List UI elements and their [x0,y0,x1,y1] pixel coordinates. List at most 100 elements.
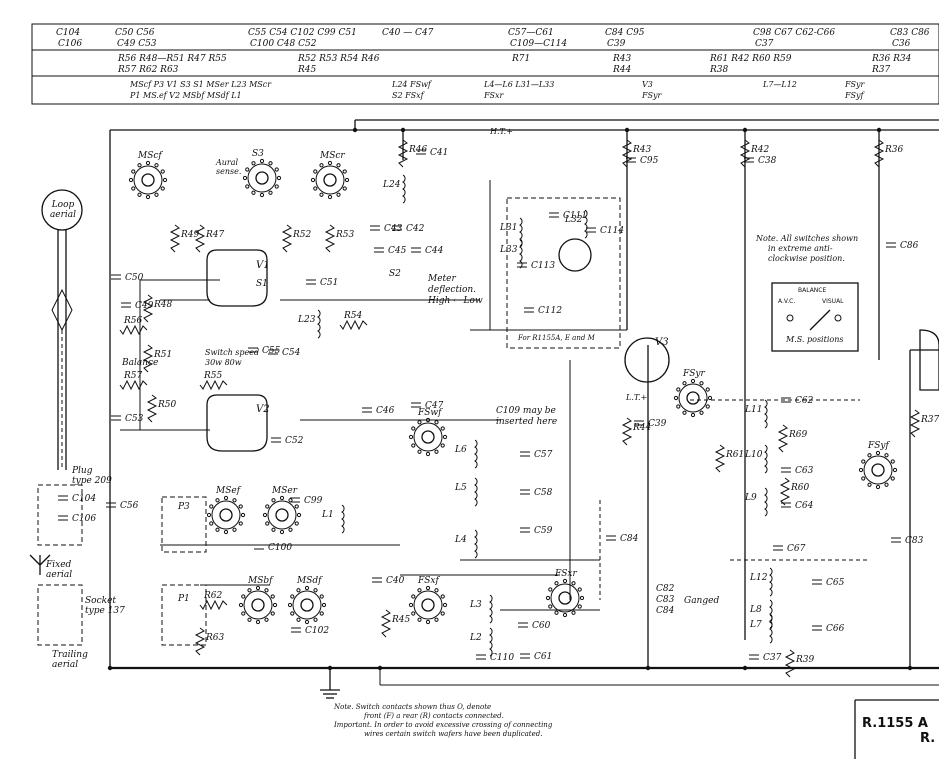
fixed-aerial-label-2: aerial [46,570,73,580]
capacitor-c55: C55 [248,346,281,356]
header-row3-0-b: P1 MS.ef V2 MSbf MSdf L1 [129,91,242,100]
resistor-r50: R50 [146,394,177,423]
resistor-r52: R52 [281,224,312,253]
capacitor-label-c39: C39 [648,419,667,429]
title-line-2: R. [920,731,936,746]
bottom-note-1: Note. Switch contacts shown thus O, deno… [334,703,492,711]
inductor-label-l6: L6 [454,445,467,455]
switch-p1: P1 [177,594,190,604]
capacitor-c44: C44 [411,246,444,256]
junction-dot [107,665,113,671]
p3-plug [161,496,207,553]
capacitor-label-c45: C45 [388,246,407,256]
switch-msef: MSef [206,486,246,535]
capacitor-label-c83: C83 [905,536,924,546]
valve-label-v3: V3 [655,337,669,348]
resistor-label-r54: R54 [343,311,363,321]
resistor-r63: R63 [194,627,225,656]
switch-fsyr: FSyr [673,369,713,418]
junction-dot [377,665,383,671]
ht-plus-label: H.T.+ [490,127,513,136]
header-row1-6-b: C37 [755,39,774,49]
capacitor-c104: C104 [58,494,96,504]
capacitor-c64: C64 [781,501,814,511]
for-r1155-label: For R1155A, E and M [518,334,595,342]
capacitor-c53: C53 [111,414,144,424]
valve-v2 [206,394,268,452]
capacitor-label-c38: C38 [758,156,777,166]
loop-aerial-label-1: Loop [51,200,75,210]
balance-panel-title: BALANCE [798,287,827,294]
lt-plus-label: L.T.+ [626,393,648,402]
capacitor-label-c99: C99 [304,496,323,506]
header-row3-5-a: FSyr [844,80,866,89]
capacitor-c57: C57 [520,450,553,460]
resistor-label-r62: R62 [203,591,223,601]
resistor-label-r57: R57 [123,371,143,381]
capacitor-c99: C99 [290,496,323,506]
capacitor-label-c100: C100 [268,543,292,553]
capacitor-c58: C58 [520,488,553,498]
junction-dot [624,127,630,133]
inductor-label-l24: L24 [382,180,401,190]
loop-aerial-label: Loop aerial [46,200,80,220]
resistor-r39: R39 [784,649,815,678]
trailing-aerial-label-1: Trailing [52,650,88,660]
inductor-label-l5: L5 [454,483,467,493]
switch-speed-label-2: 30w 80w [205,358,242,367]
capacitor-label-c61: C61 [534,652,552,662]
meter-label-2: deflection. [428,285,477,295]
capacitor-label-c49: C49 [135,301,154,311]
inductor-label-l3: L3 [469,600,482,610]
header-row3-1-b: S2 FSxf [392,91,426,100]
capacitor-c100: C100 [254,543,292,553]
resistor-r36: R36 [873,139,904,168]
resistor-r61: R61 [714,444,744,473]
capacitor-c47: C47 [411,401,444,411]
inductor-l2: L2 [469,627,493,657]
header-row1-2-b: C100 C48 C52 [250,39,317,49]
header-row1-1-a: C50 C56 [115,28,155,38]
ganged-c84: C84 [656,606,675,616]
switch-fsyf: FSyf [858,441,898,490]
capacitor-c60: C60 [518,621,551,631]
meter-label-1: Meter [428,274,456,284]
c109-note-1: C109 may be [496,406,556,416]
switch-note-3: clockwise position. [768,254,845,263]
inductor-l5: L5 [454,477,478,507]
capacitor-label-c44: C44 [425,246,444,256]
c109-note: C109 may be inserted here [496,406,557,428]
capacitor-label-c110: C110 [490,653,514,663]
capacitor-c114: C114 [586,226,624,236]
header-row1-6-a: C98 C67 C62-C66 [753,28,835,38]
resistor-r56: R56 [119,316,148,336]
inductor-label-l23: L23 [297,315,316,325]
loop-aerial [41,189,83,470]
capacitor-label-c56: C56 [120,501,139,511]
capacitor-c62: C62 [781,396,814,406]
switch-label-fsyf: FSyf [867,441,890,451]
inductor-label-l4: L4 [454,535,467,545]
capacitor-c65: C65 [812,578,845,588]
capacitor-c112: C112 [524,306,562,316]
capacitor-c102: C102 [291,626,329,636]
capacitor-label-c60: C60 [532,621,551,631]
switch-mscr: MScr [310,151,350,200]
balance-meter-panel [771,282,859,352]
capacitor-label-c50: C50 [125,273,144,283]
switch-label-mser: MSer [271,486,298,496]
inductor-l6: L6 [454,439,478,469]
inductor-l7: L7 [749,614,773,644]
valve-v3-small [558,238,592,272]
capacitor-c113: C113 [517,261,555,271]
plug-label: Plug type 209 [72,466,112,486]
ganged-c83: C83 [656,595,675,605]
junction-dot [327,665,333,671]
plug-label-1: Plug [72,466,93,476]
header-row3-1-a: L24 FSwf [391,80,433,89]
loop-aerial-label-2: aerial [49,210,77,220]
capacitor-c67: C67 [773,544,806,554]
header-row3-2-b: FSxr [483,91,505,100]
resistor-r55: R55 [199,371,228,391]
inductor-l32: L32 [564,209,588,239]
